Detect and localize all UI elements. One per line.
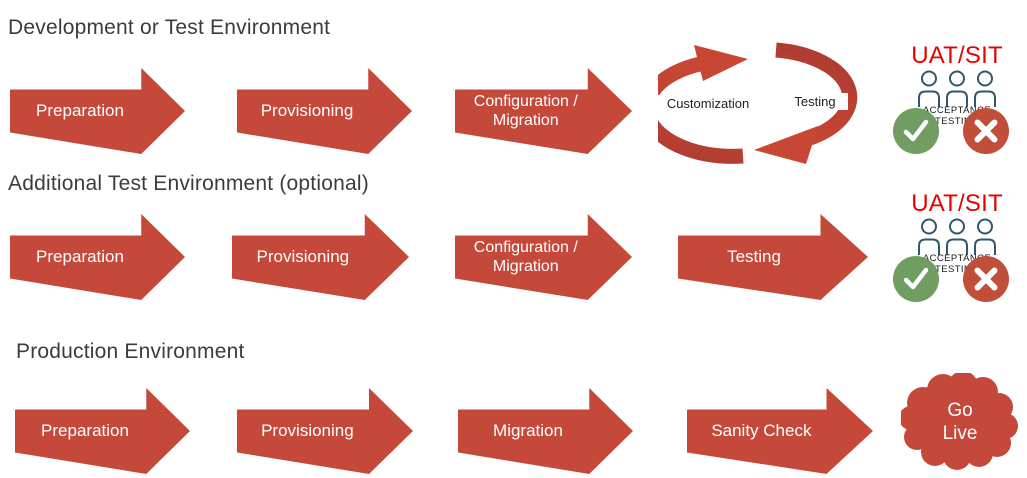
step-arrow: Provisioning [232,214,409,300]
person-icon [974,218,996,255]
step-arrow: Configuration / Migration [455,68,632,154]
step-arrow: Preparation [10,68,185,154]
step-label-text: Configuration / Migration [473,92,578,129]
section-title-development: Development or Test Environment [8,16,331,39]
uat-sit-title: UAT/SIT [911,42,1003,69]
step-label: Configuration / Migration [455,68,597,154]
acceptance-testing-label: ACCEPTANCE TESTING [893,253,1021,275]
step-arrow: Testing [678,214,868,300]
uat-sit-title: UAT/SIT [911,190,1003,217]
step-label: Provisioning [261,420,354,440]
step-arrow: Sanity Check [687,388,873,474]
step-label-text: Configuration / Migration [473,238,578,275]
step-label: Preparation [36,246,124,266]
step-arrow: Preparation [15,388,190,474]
check-icon [893,256,939,302]
step-arrow: Preparation [10,214,185,300]
acceptance-team [893,69,1021,107]
acceptance-testing-label: ACCEPTANCE TESTING [893,105,1021,127]
person-icon [918,70,940,107]
cycle-arrows-icon [658,42,858,164]
cross-icon [963,256,1009,302]
person-icon [918,218,940,255]
step-label: Testing [727,246,781,266]
step-label: Preparation [36,100,124,120]
section-title-additional: Additional Test Environment (optional) [8,172,369,195]
person-icon [946,218,968,255]
go-live-cloud: Go Live [901,373,1019,471]
acceptance-line: ACCEPTANCE [922,253,992,264]
check-icon [893,108,939,154]
customization-testing-cycle: Customization Testing [658,42,863,170]
person-icon [946,70,968,107]
acceptance-team [893,217,1021,255]
cloud-icon [901,373,1018,470]
go-live-line1: Go [947,400,973,421]
cycle-label-testing: Testing [782,93,848,110]
section-title-production: Production Environment [16,340,245,363]
step-label: Migration [493,420,563,440]
step-label: Configuration / Migration [455,214,597,300]
testing-line: TESTING [935,116,979,127]
cycle-label-customization: Customization [658,95,758,112]
cross-icon [963,108,1009,154]
uat-sit-block: UAT/SIT ACCEPTANCE TESTING [893,190,1021,304]
testing-line: TESTING [935,264,979,275]
acceptance-line: ACCEPTANCE [922,105,992,116]
step-label: Preparation [41,420,129,440]
step-arrow: Provisioning [237,68,412,154]
step-arrow: Configuration / Migration [455,214,632,300]
go-live-line2: Live [942,423,978,444]
step-arrow: Migration [458,388,633,474]
uat-sit-block: UAT/SIT ACCEPTANCE TESTING [893,42,1021,156]
go-live-label: Go Live [901,373,1019,471]
step-label: Provisioning [260,100,354,120]
step-label: Sanity Check [711,420,812,440]
step-label: Provisioning [256,246,350,266]
step-arrow: Provisioning [237,388,413,474]
person-icon [974,70,996,107]
